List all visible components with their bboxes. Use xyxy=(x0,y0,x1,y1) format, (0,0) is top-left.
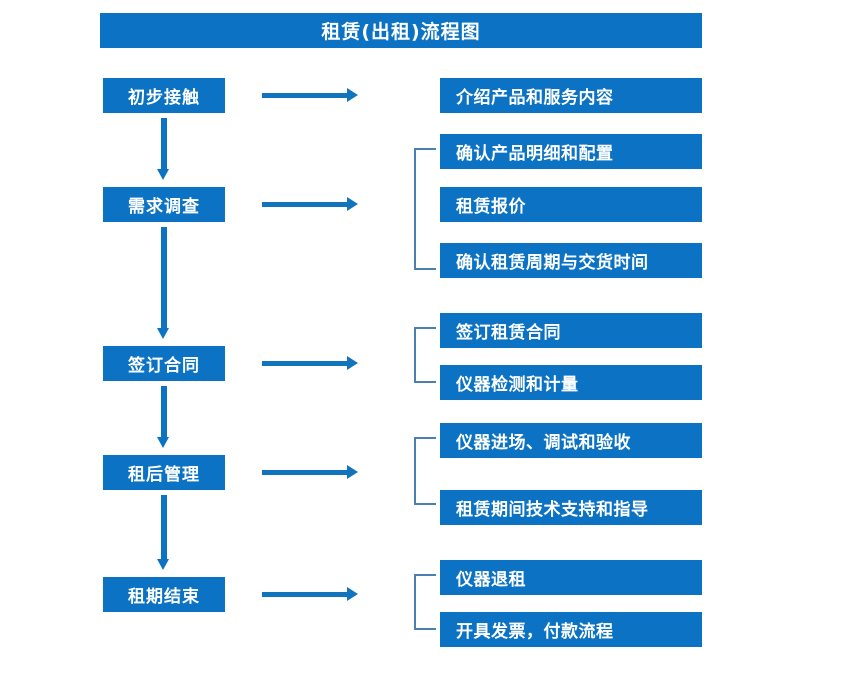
horizontal-arrow-4 xyxy=(262,465,358,479)
detail-box-2[interactable]: 确认产品明细和配置 xyxy=(440,134,702,169)
arrow-head-icon xyxy=(157,169,169,180)
stage-box-1[interactable]: 初步接触 xyxy=(103,78,225,113)
arrow-head-icon xyxy=(347,587,358,601)
stage-box-4[interactable]: 租后管理 xyxy=(103,455,225,490)
vertical-arrow-3-to-4 xyxy=(157,386,170,448)
arrow-shaft xyxy=(161,118,167,170)
detail-box-5[interactable]: 签订租赁合同 xyxy=(440,313,702,348)
vertical-arrow-4-to-5 xyxy=(157,495,170,570)
chart-title: 租赁(出租)流程图 xyxy=(100,13,702,48)
arrow-head-icon xyxy=(347,88,358,102)
horizontal-arrow-1 xyxy=(262,88,358,102)
arrow-head-icon xyxy=(347,465,358,479)
group-bracket-needs xyxy=(414,148,436,270)
vertical-arrow-2-to-3 xyxy=(157,227,170,339)
detail-box-4[interactable]: 确认租赁周期与交货时间 xyxy=(440,243,702,278)
group-bracket-contract xyxy=(414,327,436,383)
stage-box-5[interactable]: 租期结束 xyxy=(103,577,225,612)
arrow-shaft xyxy=(262,92,348,98)
vertical-arrow-1-to-2 xyxy=(157,118,170,180)
arrow-shaft xyxy=(161,495,167,560)
stage-box-2[interactable]: 需求调查 xyxy=(103,187,225,222)
detail-box-6[interactable]: 仪器检测和计量 xyxy=(440,365,702,400)
arrow-head-icon xyxy=(157,328,169,339)
arrow-head-icon xyxy=(157,559,169,570)
arrow-head-icon xyxy=(157,437,169,448)
arrow-shaft xyxy=(161,227,167,329)
arrow-shaft xyxy=(262,201,348,207)
arrow-head-icon xyxy=(347,356,358,370)
stage-box-3[interactable]: 签订合同 xyxy=(103,346,225,381)
detail-box-9[interactable]: 仪器退租 xyxy=(440,560,702,595)
detail-box-10[interactable]: 开具发票，付款流程 xyxy=(440,612,702,647)
arrow-shaft xyxy=(262,360,348,366)
arrow-shaft xyxy=(161,386,167,438)
group-bracket-end xyxy=(414,574,436,630)
group-bracket-aftercare xyxy=(414,437,436,505)
horizontal-arrow-3 xyxy=(262,356,358,370)
arrow-head-icon xyxy=(347,197,358,211)
detail-box-1[interactable]: 介绍产品和服务内容 xyxy=(440,78,702,113)
detail-box-3[interactable]: 租赁报价 xyxy=(440,187,702,222)
horizontal-arrow-2 xyxy=(262,197,358,211)
detail-box-8[interactable]: 租赁期间技术支持和指导 xyxy=(440,490,702,525)
arrow-shaft xyxy=(262,469,348,475)
horizontal-arrow-5 xyxy=(262,587,358,601)
detail-box-7[interactable]: 仪器进场、调试和验收 xyxy=(440,423,702,458)
arrow-shaft xyxy=(262,591,348,597)
